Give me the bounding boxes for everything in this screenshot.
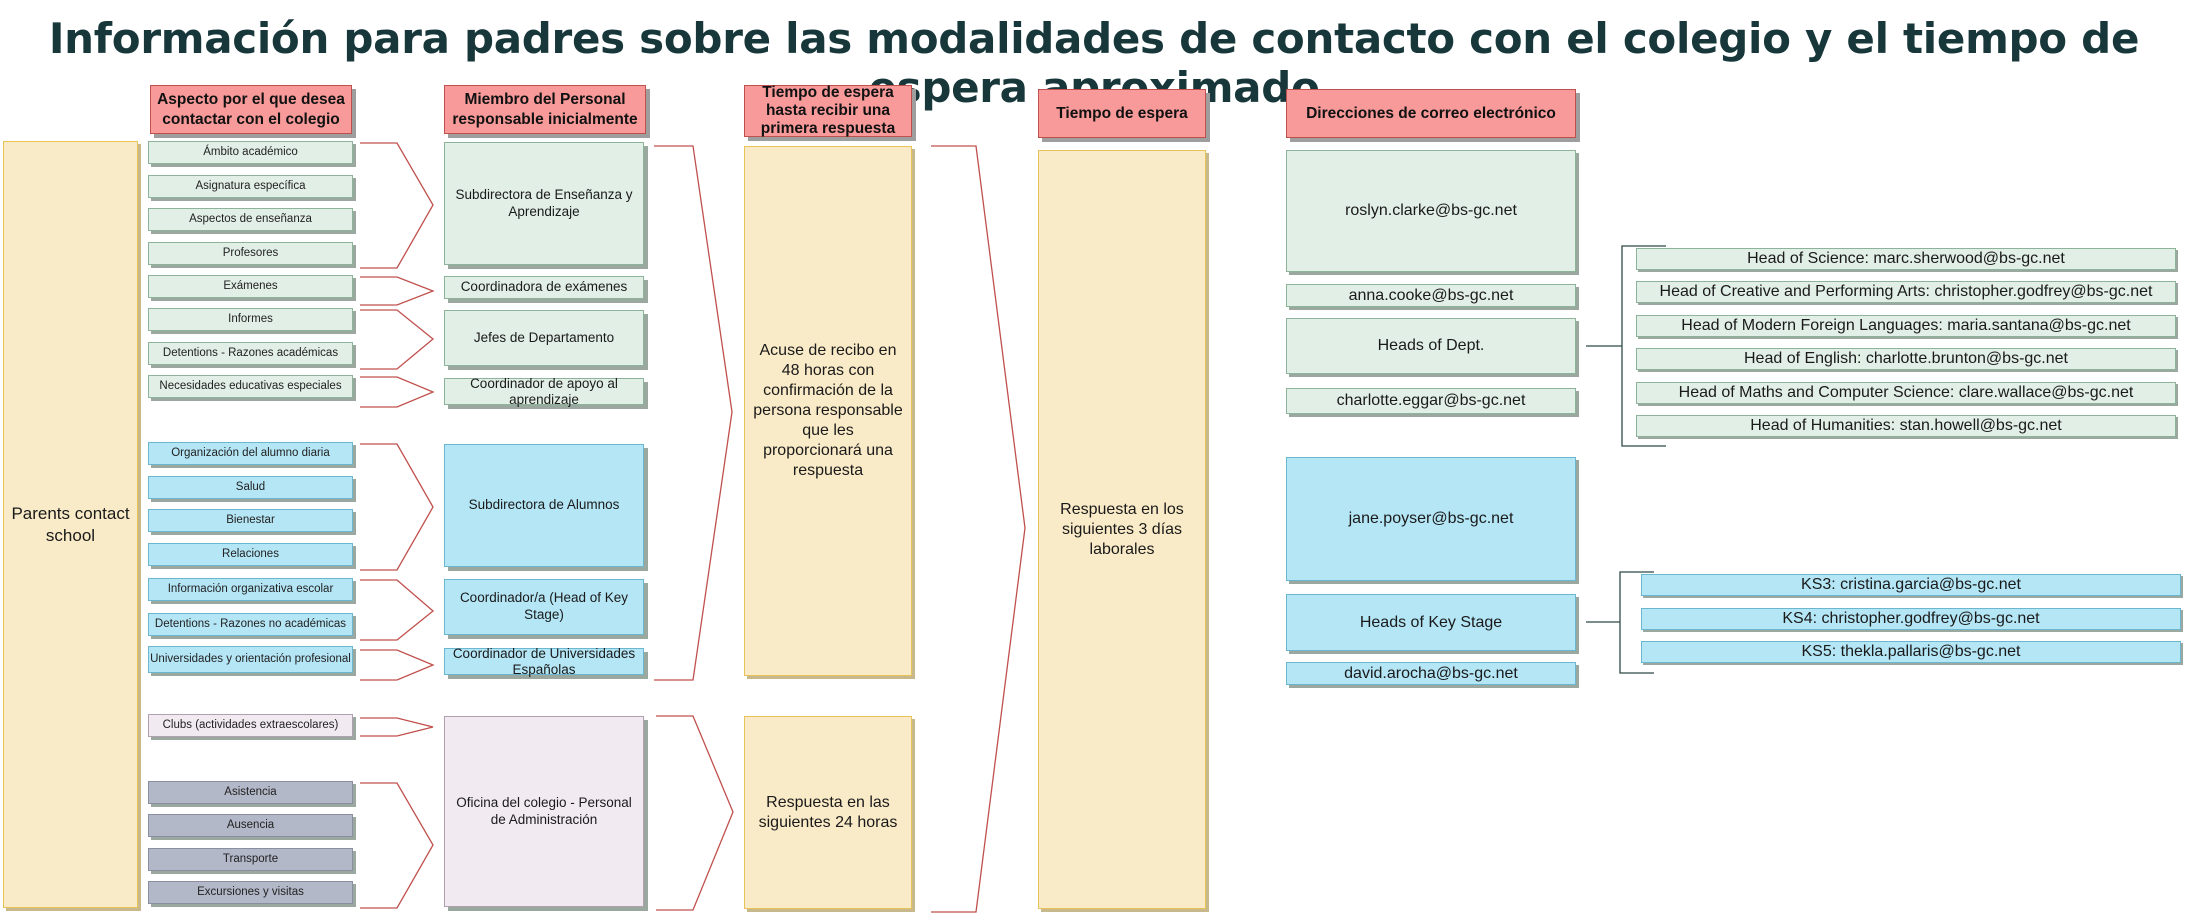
header-aspect: Aspecto por el que desea contactar con e… [150, 85, 352, 134]
head-of-dept-item: Head of Modern Foreign Languages: maria.… [1636, 315, 2176, 337]
aspect-item: Excursiones y visitas [148, 881, 353, 904]
email-box: jane.poyser@bs-gc.net [1286, 457, 1576, 581]
bracket-line [1619, 571, 1654, 674]
aspect-item: Aspectos de enseñanza [148, 208, 353, 231]
head-of-dept-item: Head of Maths and Computer Science: clar… [1636, 382, 2176, 404]
connector-chevron [931, 145, 1026, 913]
connector-chevron [656, 715, 734, 911]
key-stage-item: KS4: christopher.godfrey@bs-gc.net [1641, 608, 2181, 630]
page-title: Información para padres sobre las modali… [48, 14, 2140, 112]
header-emails: Direcciones de correo electrónico [1286, 89, 1576, 138]
first-response-box: Respuesta en las siguientes 24 horas [744, 716, 912, 909]
connector-chevron [360, 376, 435, 408]
aspect-item: Necesidades educativas especiales [148, 375, 353, 398]
aspect-item: Universidades y orientación profesional [148, 646, 353, 673]
staff-box: Coordinador/a (Head of Key Stage) [444, 579, 644, 635]
connector-chevron [360, 309, 435, 370]
email-box: charlotte.eggar@bs-gc.net [1286, 388, 1576, 414]
aspect-item: Asignatura específica [148, 175, 353, 198]
aspect-item: Ausencia [148, 814, 353, 837]
email-box: anna.cooke@bs-gc.net [1286, 284, 1576, 307]
staff-box: Coordinadora de exámenes [444, 276, 644, 299]
aspect-item: Bienestar [148, 509, 353, 532]
email-box: Heads of Dept. [1286, 318, 1576, 374]
connector-chevron [360, 142, 434, 269]
connector-chevron [654, 145, 733, 681]
staff-box: Subdirectora de Alumnos [444, 444, 644, 567]
key-stage-item: KS5: thekla.pallaris@bs-gc.net [1641, 641, 2181, 663]
key-stage-item: KS3: cristina.garcia@bs-gc.net [1641, 574, 2181, 596]
staff-box: Coordinador de apoyo al aprendizaje [444, 376, 644, 407]
aspect-item: Detentions - Razones no académicas [148, 613, 353, 636]
aspect-item: Información organizativa escolar [148, 578, 353, 601]
root-box: Parents contact school [3, 141, 138, 908]
header-first-response: Tiempo de espera hasta recibir una prime… [744, 84, 912, 137]
bracket-line [1621, 245, 1666, 447]
email-box: roslyn.clarke@bs-gc.net [1286, 150, 1576, 272]
first-response-box: Acuse de recibo en 48 horas con confirma… [744, 146, 912, 676]
aspect-item: Relaciones [148, 543, 353, 566]
connector-chevron [360, 276, 435, 306]
connector-chevron [360, 579, 435, 641]
head-of-dept-item: Head of Humanities: stan.howell@bs-gc.ne… [1636, 415, 2176, 437]
aspect-item: Transporte [148, 848, 353, 871]
aspect-item: Asistencia [148, 781, 353, 804]
aspect-item: Informes [148, 308, 353, 331]
staff-box: Subdirectora de Enseñanza y Aprendizaje [444, 142, 644, 265]
email-box: david.arocha@bs-gc.net [1286, 662, 1576, 685]
aspect-item: Detentions - Razones académicas [148, 342, 353, 365]
aspect-item: Profesores [148, 242, 353, 265]
wait-box: Respuesta en los siguientes 3 días labor… [1038, 150, 1206, 909]
aspect-item: Clubs (actividades extraescolares) [148, 714, 353, 737]
head-of-dept-item: Head of English: charlotte.brunton@bs-gc… [1636, 348, 2176, 370]
connector-chevron [360, 717, 434, 737]
connector-chevron [360, 782, 434, 909]
connector-chevron [360, 649, 435, 681]
aspect-item: Ámbito académico [148, 141, 353, 164]
staff-box: Jefes de Departamento [444, 310, 644, 366]
head-of-dept-item: Head of Science: marc.sherwood@bs-gc.net [1636, 248, 2176, 270]
head-of-dept-item: Head of Creative and Performing Arts: ch… [1636, 281, 2176, 303]
aspect-item: Organización del alumno diaria [148, 442, 353, 465]
staff-box: Oficina del colegio - Personal de Admini… [444, 716, 644, 907]
aspect-item: Salud [148, 476, 353, 499]
connector-chevron [360, 443, 434, 571]
header-staff: Miembro del Personal responsable inicial… [444, 85, 646, 134]
email-box: Heads of Key Stage [1286, 594, 1576, 651]
staff-box: Coordinador de Universidades Españolas [444, 646, 644, 677]
aspect-item: Exámenes [148, 275, 353, 298]
header-wait: Tiempo de espera [1038, 89, 1206, 138]
